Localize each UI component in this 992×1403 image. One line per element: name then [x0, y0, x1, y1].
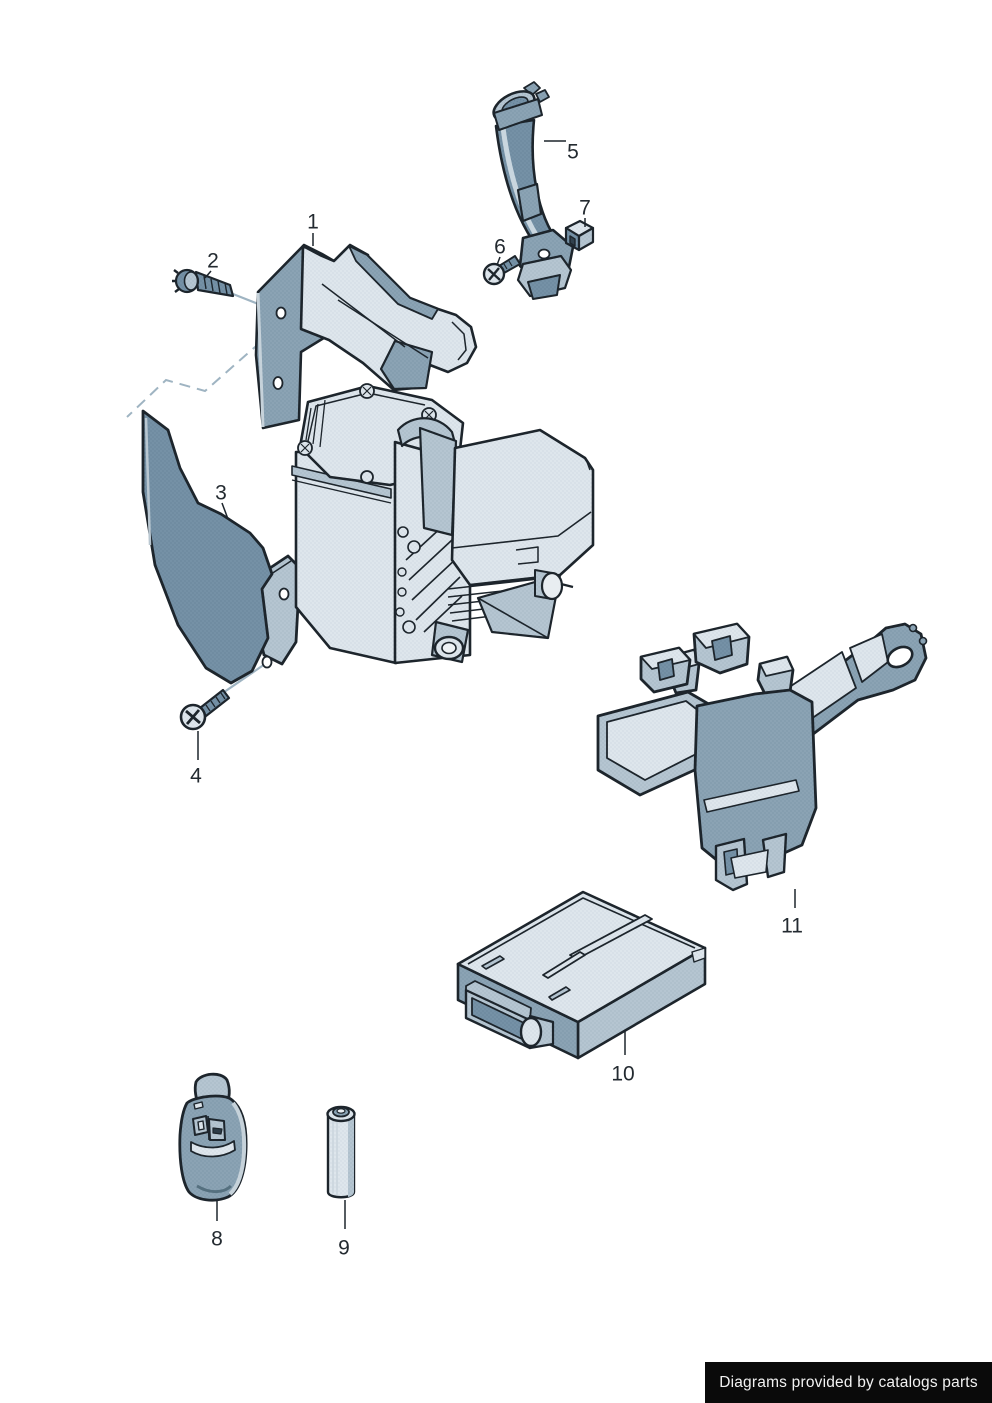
part-callout-5[interactable]: 5 [567, 140, 579, 164]
part-callout-11[interactable]: 11 [781, 914, 803, 938]
part-callout-3[interactable]: 3 [215, 481, 227, 505]
part-callout-2[interactable]: 2 [207, 249, 219, 273]
banner-text: Diagrams provided by catalogs parts [719, 1373, 978, 1391]
part-8-remote-control [178, 1072, 248, 1202]
part-5-retaining-strap [492, 81, 575, 300]
part-9-battery [326, 1105, 356, 1199]
part-callout-4[interactable]: 4 [190, 764, 202, 788]
part-callout-6[interactable]: 6 [494, 235, 506, 259]
part-2-screw [172, 268, 235, 298]
heater-unit [291, 383, 595, 665]
part-callout-8[interactable]: 8 [211, 1227, 223, 1251]
part-11-mounting-bracket [596, 622, 928, 892]
part-callout-7[interactable]: 7 [579, 196, 591, 220]
part-callout-1[interactable]: 1 [307, 210, 319, 234]
part-callout-10[interactable]: 10 [611, 1062, 635, 1086]
part-6-screw [482, 255, 521, 286]
part-3-side-bracket [141, 409, 302, 685]
diagram-provider-banner: Diagrams provided by catalogs parts [705, 1362, 992, 1403]
part-4-screw [179, 688, 231, 731]
part-7-square-nut [564, 219, 595, 252]
part-10-control-module [456, 890, 707, 1060]
part-callout-9[interactable]: 9 [338, 1236, 350, 1260]
callout-leader-lines [197, 140, 796, 1229]
part-1-upper-bracket [254, 243, 478, 430]
